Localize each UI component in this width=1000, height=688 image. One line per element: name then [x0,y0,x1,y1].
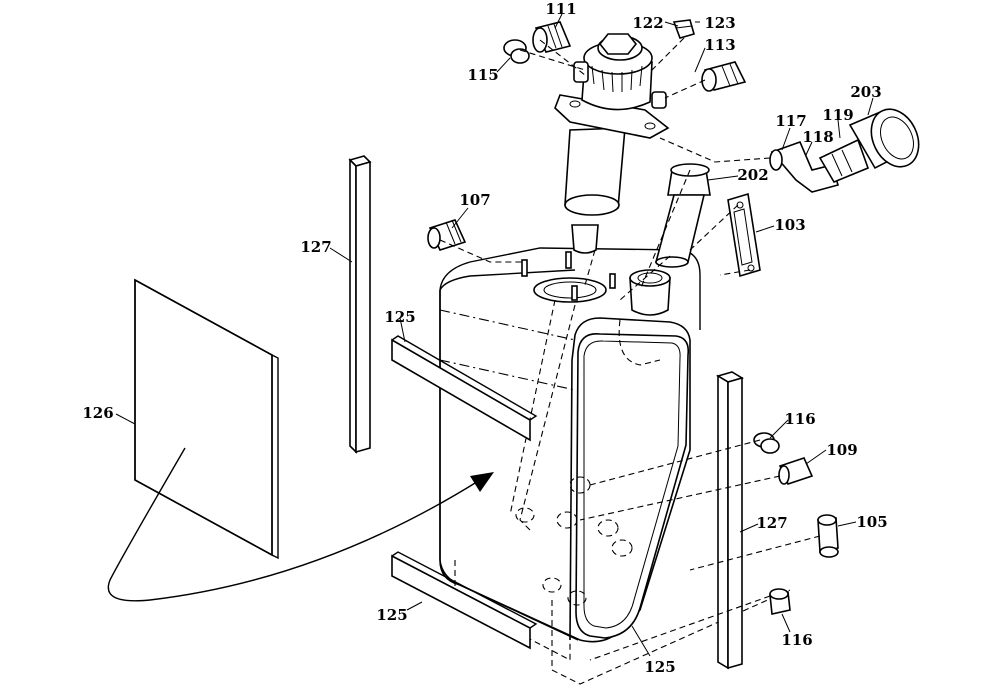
plug-122-123 [672,19,695,39]
label-107: 107 [459,191,490,209]
strip-125-upper [391,335,538,442]
elbow-117-118-119 [769,138,870,193]
fitting-105 [817,514,839,558]
leader-lines [115,13,874,657]
label-127-left: 127 [300,238,331,256]
plug-116-upper [753,432,780,454]
breather-202 [654,163,711,268]
fitting-109 [778,457,814,485]
label-105: 105 [856,513,887,531]
label-116-lower: 116 [781,631,812,649]
label-119: 119 [822,106,853,124]
fitting-107 [427,219,467,251]
label-127-right: 127 [756,514,787,532]
plug-116-lower [769,588,791,615]
label-109: 109 [826,441,857,459]
sight-gauge-103 [727,192,761,278]
label-125-bottom: 125 [644,658,675,676]
label-113: 113 [704,36,735,54]
assembly-lines [439,37,821,661]
return-filter-assembly [554,33,670,254]
label-115: 115 [467,66,498,84]
strip-125-lower [391,551,538,650]
label-123: 123 [704,14,735,32]
hydraulic-tank [439,247,791,685]
fitting-111 [532,21,572,53]
label-125-upper: 125 [384,308,415,326]
label-202: 202 [737,166,768,184]
plug-115 [503,39,530,64]
label-122: 122 [632,14,663,32]
label-203: 203 [850,83,881,101]
label-125-lower: 125 [376,606,407,624]
placement-arrow [107,447,494,602]
label-111: 111 [545,0,576,18]
label-126: 126 [82,404,113,422]
gauge-203 [848,108,920,170]
part-labels: 111 122 123 113 115 203 117 119 118 202 … [82,0,887,676]
label-118: 118 [802,128,833,146]
label-103: 103 [774,216,805,234]
strip-127-right [716,371,744,670]
label-116-upper: 116 [784,410,815,428]
fitting-113 [701,61,747,92]
pad-126 [134,278,279,560]
label-117: 117 [775,112,806,130]
strip-127-left [348,155,372,454]
